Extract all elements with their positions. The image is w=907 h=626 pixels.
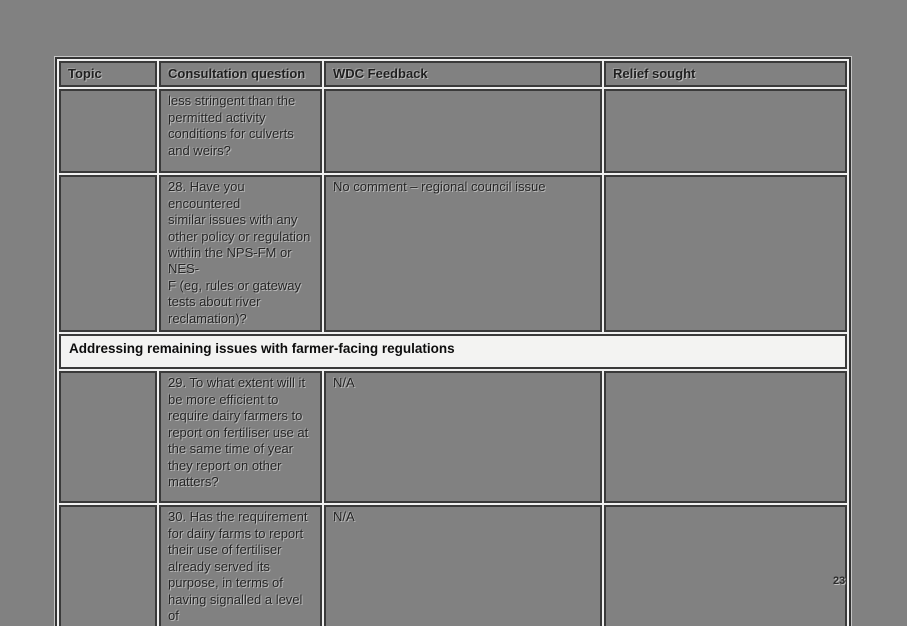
cell-feedback: N/A xyxy=(324,371,602,504)
cell-question: 30. Has the requirement for dairy farms … xyxy=(159,505,322,626)
cell-question: 29. To what extent will it be more effic… xyxy=(159,371,322,504)
cell-relief xyxy=(604,371,847,504)
cell-question: less stringent than the permitted activi… xyxy=(159,89,322,174)
column-header-topic: Topic xyxy=(59,61,157,88)
section-header-row: Addressing remaining issues with farmer-… xyxy=(59,334,847,370)
page-number: 23 xyxy=(833,575,846,587)
table-row: 28. Have you encountered similar issues … xyxy=(59,175,847,333)
column-header-consultation-question: Consultation question xyxy=(159,61,322,88)
section-header-text: Addressing remaining issues with farmer-… xyxy=(59,334,847,370)
table-row: less stringent than the permitted activi… xyxy=(59,89,847,174)
table-header-row: Topic Consultation question WDC Feedback… xyxy=(59,61,847,88)
cell-relief xyxy=(604,175,847,333)
cell-relief xyxy=(604,505,847,626)
column-header-relief-sought: Relief sought xyxy=(604,61,847,88)
consultation-feedback-table: Topic Consultation question WDC Feedback… xyxy=(55,57,851,626)
cell-topic xyxy=(59,505,157,626)
column-header-wdc-feedback: WDC Feedback xyxy=(324,61,602,88)
cell-topic xyxy=(59,89,157,174)
cell-feedback xyxy=(324,89,602,174)
cell-feedback: N/A xyxy=(324,505,602,626)
cell-topic xyxy=(59,175,157,333)
cell-question: 28. Have you encountered similar issues … xyxy=(159,175,322,333)
cell-relief xyxy=(604,89,847,174)
table-row: 29. To what extent will it be more effic… xyxy=(59,371,847,504)
cell-topic xyxy=(59,371,157,504)
table-row: 30. Has the requirement for dairy farms … xyxy=(59,505,847,626)
cell-feedback: No comment – regional council issue xyxy=(324,175,602,333)
